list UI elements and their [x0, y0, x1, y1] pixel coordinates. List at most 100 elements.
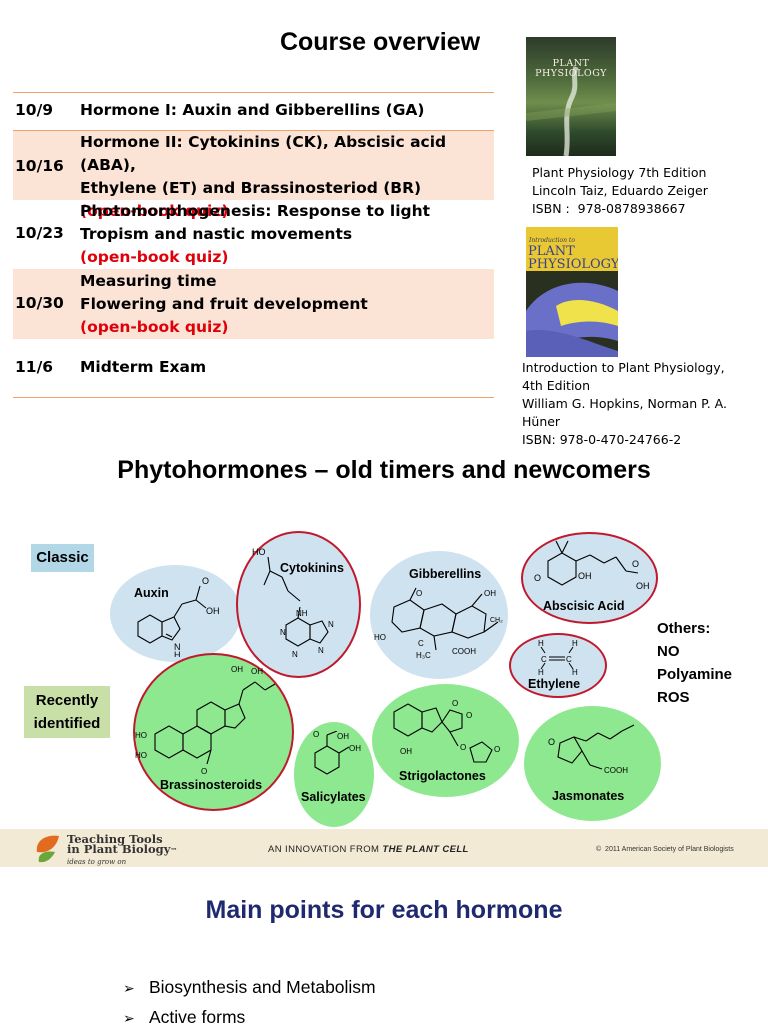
svg-text:H: H [174, 650, 181, 657]
svg-text:OH: OH [206, 606, 220, 616]
row-date: 10/9 [15, 101, 54, 119]
book-info-2: Introduction to Plant Physiology, 4th Ed… [522, 359, 768, 449]
trademark: ™ [170, 846, 178, 855]
book-isbn: ISBN: 978-0-470-24766-2 [522, 432, 682, 447]
others-item: NO [657, 643, 680, 660]
cover-title: PHYSIOLOGY [528, 257, 618, 272]
ethylene-blob [509, 633, 607, 698]
book-title: Plant Physiology 7th Edition [532, 165, 707, 180]
svg-text:HO: HO [135, 751, 147, 760]
svg-text:HO: HO [374, 633, 386, 642]
row-date: 11/6 [15, 358, 54, 376]
cover-title: PLANT [552, 58, 590, 69]
svg-text:O: O [534, 573, 541, 583]
footer-banner: Teaching Tools in Plant Biology™ ideas t… [0, 829, 768, 867]
svg-text:O: O [466, 711, 472, 720]
abscisic-acid-blob [521, 532, 658, 624]
jasmonates-label: Jasmonates [552, 789, 625, 803]
abscisic-acid-label: Abscisic Acid [543, 599, 625, 613]
svg-text:N: N [318, 646, 324, 655]
others-heading: Others: [657, 620, 711, 637]
row-topic: Flowering and fruit development [80, 295, 368, 313]
row-date: 10/30 [15, 294, 64, 312]
strigolactones-label: Strigolactones [399, 769, 486, 783]
book-title: Introduction to Plant Physiology, [522, 360, 725, 375]
svg-text:O: O [201, 767, 207, 776]
svg-text:COOH: COOH [604, 766, 628, 775]
logo-line: in Plant Biology [67, 842, 171, 856]
book-cover-intro-plant-physiology: Introduction to PLANT PHYSIOLOGY [526, 227, 618, 357]
svg-text:O: O [548, 737, 555, 747]
table-divider [13, 130, 494, 131]
salicylate-structure: O OH OH [313, 731, 361, 775]
logo-line: Teaching Tools [67, 832, 163, 846]
svg-text:C: C [541, 655, 547, 664]
strigolactone-structure: OH O O O O [393, 699, 500, 763]
others-item: ROS [657, 689, 690, 706]
svg-text:OH: OH [251, 667, 263, 676]
svg-text:C: C [566, 655, 572, 664]
label-line: Recently [35, 692, 99, 709]
logo-text: Teaching Tools in Plant Biology™ ideas t… [67, 832, 178, 867]
svg-text:O: O [452, 699, 458, 708]
book-isbn: ISBN : 978-0878938667 [532, 201, 686, 216]
book-info-1: Plant Physiology 7th Edition Lincoln Tai… [532, 164, 708, 218]
list-item-text: Active forms [149, 1007, 246, 1027]
svg-text:O: O [494, 745, 500, 754]
svg-text:HO: HO [252, 547, 266, 557]
book-edition: 4th Edition [522, 378, 590, 393]
others-item: Polyamine [657, 666, 733, 683]
book-authors: William G. Hopkins, Norman P. A. Hüner [522, 396, 727, 429]
brassinosteroid-structure: HO HO OH OH O [135, 665, 276, 776]
table-row: 10/9 Hormone I: Auxin and Gibberellins (… [13, 93, 494, 129]
book-authors: Lincoln Taiz, Eduardo Zeiger [532, 183, 708, 198]
brassinosteroids-label: Brassinosteroids [160, 778, 263, 792]
innovation-source: THE PLANT CELL [382, 844, 469, 855]
svg-text:O: O [202, 576, 209, 586]
svg-text:HO: HO [135, 731, 147, 740]
row-date: 10/23 [15, 224, 64, 242]
quiz-note: (open-book quiz) [80, 202, 229, 220]
quiz-note: (open-book quiz) [80, 318, 229, 336]
cytokinin-structure: HO NH N N N N [252, 547, 334, 659]
abscisic-acid-structure: O OH O OH [534, 540, 650, 591]
quiz-note: (open-book quiz) [80, 248, 229, 266]
logo-tagline: ideas to grow on [67, 858, 127, 866]
ethylene-label: Ethylene [528, 677, 581, 691]
recently-identified-label: Recently identified [24, 686, 110, 738]
innovation-text: AN INNOVATION FROM THE PLANT CELL [268, 844, 469, 855]
table-row: 10/30 Measuring time Flowering and fruit… [13, 269, 494, 339]
svg-text:NH: NH [296, 609, 308, 618]
salicylates-label: Salicylates [301, 790, 366, 804]
svg-text:OH: OH [337, 732, 349, 741]
cytokinins-label: Cytokinins [280, 561, 344, 575]
book-cover-plant-physiology: PLANT PHYSIOLOGY [526, 37, 616, 156]
svg-text:H: H [572, 668, 578, 675]
cover-subtitle: Introduction to [529, 237, 575, 244]
svg-text:N: N [292, 650, 298, 659]
row-topic: Photomorphogenesis: Response to light [80, 202, 431, 220]
list-item: ➢ Active forms [123, 1003, 376, 1033]
salicylates-blob [294, 722, 374, 827]
classic-label: Classic [31, 544, 94, 572]
auxin-structure: O OH N H [137, 576, 220, 657]
cover-title: PLANT [528, 244, 575, 259]
row-topic: Hormone II: Cytokinins (CK), Abscisic ac… [80, 133, 447, 174]
svg-text:OH: OH [636, 581, 650, 591]
table-row: 10/16 Hormone II: Cytokinins (CK), Absci… [13, 131, 494, 220]
cytokinins-blob [236, 531, 361, 678]
bullet-arrow-icon: ➢ [123, 1011, 135, 1027]
table-row: 11/6 Midterm Exam [13, 339, 494, 397]
table-divider [13, 92, 494, 93]
svg-text:OH: OH [578, 571, 592, 581]
list-item: ➢Biosynthesis and Metabolism [123, 973, 376, 1003]
leaf-logo-icon [36, 835, 59, 863]
svg-text:O: O [632, 559, 639, 569]
list-item-text: Biosynthesis and Metabolism [149, 977, 376, 997]
svg-text:OH: OH [484, 589, 496, 598]
svg-text:O: O [416, 589, 422, 598]
svg-text:O: O [460, 743, 466, 752]
svg-text:COOH: COOH [452, 647, 476, 656]
svg-text:N: N [280, 628, 286, 637]
